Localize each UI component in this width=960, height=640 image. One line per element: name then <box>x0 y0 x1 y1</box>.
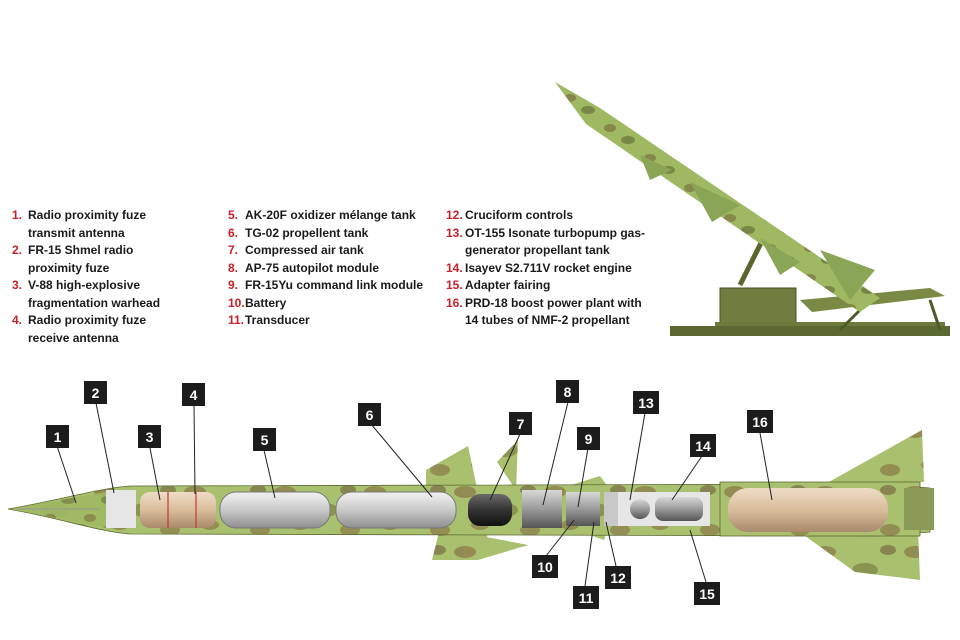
legend-item: 11.Transducer <box>228 312 438 330</box>
legend-number: 13. <box>446 225 463 240</box>
callout-11: 11 <box>573 586 599 609</box>
legend-number: 4. <box>12 313 23 327</box>
legend-item: 3. V-88 high-explosive fragmentation warh… <box>12 277 212 312</box>
legend-number: 7. <box>228 243 239 257</box>
legend-text: Cruciform controls <box>465 208 574 222</box>
legend-text: FR-15Yu command link module <box>245 278 424 292</box>
callout-1: 1 <box>46 425 69 448</box>
legend-item: 2. FR-15 Shmel radio proximity fuze <box>12 242 212 277</box>
legend-item: 13.OT-155 Isonate turbopump gas- generat… <box>446 225 656 260</box>
legend-number: 8. <box>228 260 239 275</box>
callout-8: 8 <box>556 380 579 403</box>
callout-16: 16 <box>747 410 773 433</box>
callout-3: 3 <box>138 425 161 448</box>
legend-number: 16. <box>446 295 463 310</box>
launcher-illustration <box>555 82 950 336</box>
legend-number: 9. <box>228 278 239 292</box>
legend-item: 4. Radio proximity fuze receive antenna <box>12 312 212 347</box>
legend-number: 5. <box>228 208 239 222</box>
leader-lines <box>56 401 773 587</box>
callout-13: 13 <box>633 391 659 414</box>
legend-number: 2. <box>12 243 23 257</box>
legend-item: 16.PRD-18 boost power plant with 14 tube… <box>446 295 656 330</box>
legend-number: 14. <box>446 260 463 275</box>
legend-text: Adapter fairing <box>465 278 551 292</box>
legend-text: Battery <box>245 295 287 310</box>
legend-number: 12. <box>446 208 463 222</box>
legend-text: Radio proximity fuze transmit antenna <box>28 208 147 240</box>
missile-cutaway <box>7 430 934 580</box>
legend-text: FR-15 Shmel radio proximity fuze <box>28 243 134 275</box>
legend-item: 9. FR-15Yu command link module <box>228 277 438 295</box>
legend-text: Isayev S2.711V rocket engine <box>465 260 632 275</box>
legend-item: 1. Radio proximity fuze transmit antenna <box>12 207 212 242</box>
legend-item: 5. AK-20F oxidizer mélange tank <box>228 207 438 225</box>
legend-item: 10.Battery <box>228 295 438 313</box>
legend-text: V-88 high-explosive fragmentation warhea… <box>28 278 161 310</box>
legend-column-2: 5. AK-20F oxidizer mélange tank 6. TG-02 pr… <box>228 207 438 330</box>
legend-number: 1. <box>12 208 23 222</box>
callout-10: 10 <box>532 555 558 578</box>
callout-12: 12 <box>605 566 631 589</box>
callout-9: 9 <box>577 427 600 450</box>
legend-text: OT-155 Isonate turbopump gas- generator … <box>465 225 646 258</box>
legend-item: 7. Compressed air tank <box>228 242 438 260</box>
legend-item: 14.Isayev S2.711V rocket engine <box>446 260 656 278</box>
legend-number: 6. <box>228 225 239 240</box>
legend-number: 10. <box>228 295 245 310</box>
legend-text: Compressed air tank <box>245 243 364 257</box>
legend-item: 12.Cruciform controls <box>446 207 656 225</box>
callout-4: 4 <box>182 383 205 406</box>
legend-item: 15.Adapter fairing <box>446 277 656 295</box>
legend-item: 6. TG-02 propellent tank <box>228 225 438 243</box>
callout-6: 6 <box>358 403 381 426</box>
legend-number: 11. <box>228 313 245 327</box>
callout-7: 7 <box>509 412 532 435</box>
legend-text: AP-75 autopilot module <box>245 260 380 275</box>
callout-15: 15 <box>694 582 720 605</box>
callout-2: 2 <box>84 381 107 404</box>
callout-5: 5 <box>253 428 276 451</box>
legend-text: AK-20F oxidizer mélange tank <box>245 208 416 222</box>
legend-text: Transducer <box>245 313 310 327</box>
legend-number: 3. <box>12 278 23 292</box>
legend-text: PRD-18 boost power plant with 14 tubes o… <box>465 295 642 328</box>
legend-item: 8. AP-75 autopilot module <box>228 260 438 278</box>
legend-number: 15. <box>446 278 463 292</box>
legend-text: Radio proximity fuze receive antenna <box>28 313 147 345</box>
legend-text: TG-02 propellent tank <box>245 225 369 240</box>
callout-14: 14 <box>690 434 716 457</box>
